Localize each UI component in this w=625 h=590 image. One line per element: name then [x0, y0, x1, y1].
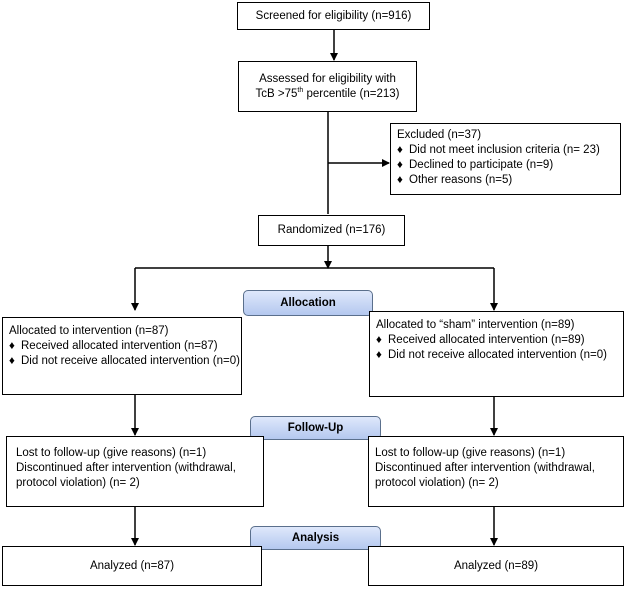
bullet-icon: ♦	[9, 340, 15, 352]
left-analyzed-text: Analyzed (n=87)	[89, 559, 175, 572]
stage-allocation-label: Allocation	[280, 297, 336, 309]
randomized-text: Randomized (n=176)	[277, 224, 386, 236]
left-followup-line: Lost to follow-up (give reasons) (n=1)	[16, 447, 207, 459]
excluded-item: ♦Did not meet inclusion criteria (n= 23)	[397, 144, 600, 156]
bullet-icon: ♦	[397, 174, 403, 186]
assessed-line-1: Assessed for eligibility with	[259, 72, 396, 85]
assessed-line-2: TcB >75th percentile (n=213)	[255, 86, 400, 100]
right-followup-line: protocol violation) (n= 2)	[375, 477, 499, 489]
stage-followup: Follow-Up	[250, 416, 381, 440]
screened-box: Screened for eligibility (n=916)	[237, 2, 430, 30]
right-allocation-title: Allocated to “sham” intervention (n=89)	[376, 319, 575, 331]
left-allocation-item: ♦Did not receive allocated intervention …	[9, 355, 240, 367]
left-allocation-box: Allocated to intervention (n=87) ♦Receiv…	[2, 317, 242, 395]
bullet-icon: ♦	[376, 334, 382, 346]
left-followup-line: protocol violation) (n= 2)	[16, 477, 140, 489]
excluded-item: ♦Declined to participate (n=9)	[397, 159, 554, 171]
excluded-title: Excluded (n=37)	[397, 129, 482, 141]
right-allocation-item: ♦Received allocated intervention (n=89)	[376, 334, 585, 346]
assessed-box: Assessed for eligibility with TcB >75th …	[238, 61, 417, 112]
stage-analysis-label: Analysis	[291, 532, 340, 544]
excluded-item: ♦Other reasons (n=5)	[397, 174, 513, 186]
randomized-box: Randomized (n=176)	[258, 215, 405, 246]
screened-text: Screened for eligibility (n=916)	[255, 9, 412, 22]
left-allocation-title: Allocated to intervention (n=87)	[9, 325, 169, 337]
right-followup-line: Lost to follow-up (give reasons) (n=1)	[375, 447, 566, 459]
bullet-icon: ♦	[9, 355, 15, 367]
right-allocation-item: ♦Did not receive allocated intervention …	[376, 349, 607, 361]
left-followup-line: Discontinued after intervention (withdra…	[16, 462, 236, 474]
right-allocation-box: Allocated to “sham” intervention (n=89) …	[369, 311, 624, 397]
excluded-box: Excluded (n=37) ♦Did not meet inclusion …	[390, 123, 621, 195]
right-analyzed-text: Analyzed (n=89)	[453, 559, 539, 572]
bullet-icon: ♦	[397, 144, 403, 156]
left-allocation-item: ♦Received allocated intervention (n=87)	[9, 340, 218, 352]
bullet-icon: ♦	[376, 349, 382, 361]
stage-analysis: Analysis	[250, 526, 381, 550]
left-followup-box: Lost to follow-up (give reasons) (n=1) D…	[6, 436, 264, 507]
right-analyzed-box: Analyzed (n=89)	[368, 546, 624, 586]
bullet-icon: ♦	[397, 159, 403, 171]
stage-allocation: Allocation	[243, 290, 373, 316]
stage-followup-label: Follow-Up	[287, 422, 344, 434]
right-followup-box: Lost to follow-up (give reasons) (n=1) D…	[368, 436, 624, 507]
left-analyzed-box: Analyzed (n=87)	[2, 546, 262, 586]
right-followup-line: Discontinued after intervention (withdra…	[375, 462, 595, 474]
